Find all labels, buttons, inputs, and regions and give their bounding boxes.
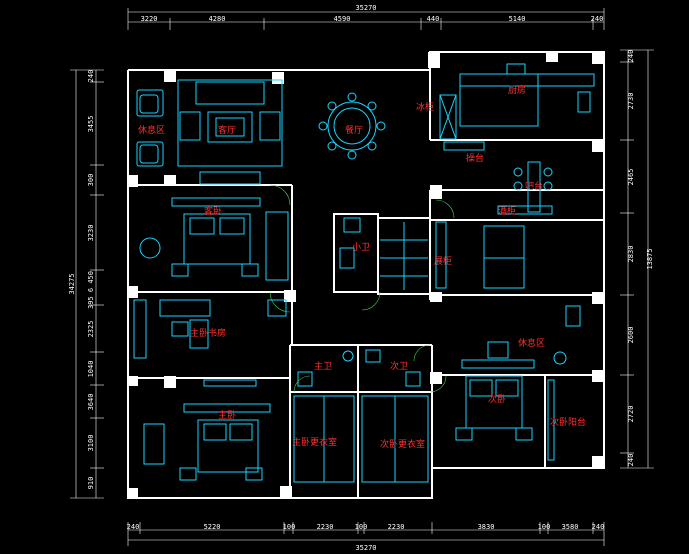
dim-bottom-seg: 2230 — [388, 523, 405, 531]
walls — [127, 51, 605, 499]
dim-left-seg: 300 — [87, 174, 95, 187]
dim-left-seg: 240 — [87, 70, 95, 83]
dim-right-seg: 240 — [627, 454, 635, 467]
dim-right-seg: 240 — [627, 50, 635, 63]
label-display-cabinet: 展柜 — [434, 255, 452, 267]
dim-bottom-seg: 100 — [538, 523, 551, 531]
dim-bottom-seg: 3580 — [562, 523, 579, 531]
dim-top-seg: 5140 — [509, 15, 526, 23]
label-dining: 餐厅 — [345, 124, 363, 136]
dim-left-seg: 3230 — [87, 225, 95, 242]
label-master-bed: 主卧 — [218, 409, 236, 421]
label-guest-bed: 客卧 — [204, 205, 222, 217]
dim-top-seg: 440 — [427, 15, 440, 23]
label-leisure-left: 休息区 — [138, 124, 165, 136]
dim-top-seg: 3220 — [141, 15, 158, 23]
dim-right-seg: 2720 — [627, 406, 635, 423]
label-leisure-right: 休息区 — [518, 337, 545, 349]
label-master-bath: 主卫 — [314, 360, 332, 372]
room-labels: 休息区 客厅 餐厅 冰柜 厨房 操台 吧台 酒柜 客卧 小卫 展柜 主卧书房 休… — [138, 84, 586, 450]
dim-right-total: 13875 — [646, 248, 654, 269]
dim-left-seg: 2325 — [87, 321, 95, 338]
dim-left-seg: 910 — [87, 477, 95, 490]
columns — [128, 52, 604, 498]
dim-bottom-seg: 3830 — [478, 523, 495, 531]
dim-left-seg: 3455 — [87, 116, 95, 133]
dim-top-seg: 240 — [591, 15, 604, 23]
label-counter: 操台 — [466, 152, 484, 164]
furniture — [133, 63, 595, 483]
label-second-bath: 次卫 — [390, 360, 408, 372]
label-small-bath: 小卫 — [352, 242, 370, 253]
label-bar: 吧台 — [525, 180, 543, 192]
dimension-labels: 35270 3220 4280 4590 440 5140 240 35270 … — [68, 4, 654, 552]
dimension-lines — [70, 8, 654, 546]
dim-right-seg: 2830 — [627, 246, 635, 263]
doors — [269, 184, 455, 393]
dim-top-seg: 4590 — [334, 15, 351, 23]
dim-top-seg: 4280 — [209, 15, 226, 23]
dim-right-seg: 2600 — [627, 327, 635, 344]
label-second-closet: 次卧更衣室 — [380, 438, 425, 450]
dim-right-seg: 2730 — [627, 93, 635, 110]
dim-left-seg: 1040 — [87, 361, 95, 378]
dim-left-seg: 3100 — [87, 435, 95, 452]
dim-top-total: 35270 — [355, 4, 376, 12]
dim-bottom-seg: 100 — [283, 523, 296, 531]
dim-left-seg: 3640 — [87, 394, 95, 411]
label-fridge: 冰柜 — [416, 101, 434, 113]
label-master-study: 主卧书房 — [190, 327, 226, 339]
label-wine-cabinet: 酒柜 — [498, 205, 516, 217]
dim-left-total: 34275 — [68, 273, 76, 294]
dim-bottom-seg: 100 — [355, 523, 368, 531]
label-second-balcony: 次卧阳台 — [550, 416, 586, 428]
dim-right-seg: 2465 — [627, 169, 635, 186]
label-kitchen: 厨房 — [508, 84, 526, 96]
dim-left-seg: 395 6 450 — [87, 271, 95, 309]
dim-bottom-total: 35270 — [355, 544, 376, 552]
label-master-closet: 主卧更衣室 — [292, 436, 337, 448]
label-living: 客厅 — [218, 124, 236, 136]
dim-bottom-seg: 240 — [592, 523, 605, 531]
label-second-bed: 次卧 — [488, 393, 506, 405]
dim-bottom-seg: 240 — [127, 523, 140, 531]
dim-bottom-seg: 2230 — [317, 523, 334, 531]
dim-bottom-seg: 5220 — [204, 523, 221, 531]
